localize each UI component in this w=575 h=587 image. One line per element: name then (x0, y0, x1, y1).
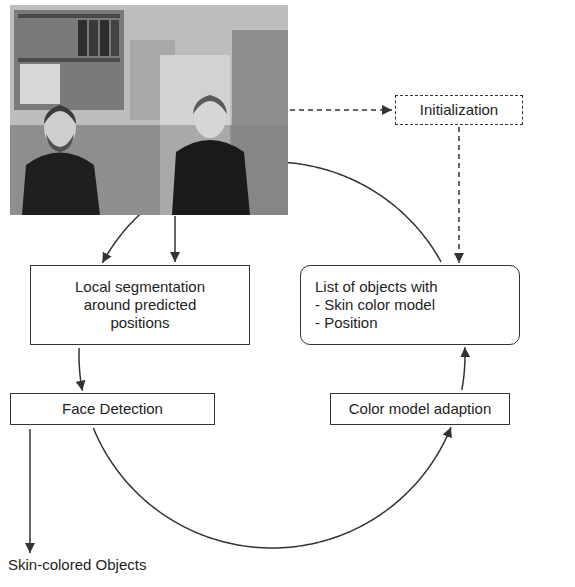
object-list-box: List of objects with- Skin color model- … (300, 265, 520, 345)
node-text: Color model adaption (349, 400, 492, 418)
input-arrow (174, 216, 176, 262)
output-label: Skin-colored Objects (8, 556, 146, 574)
cycle-arrow (102, 162, 441, 263)
process-box: Local segmentation around predicted posi… (30, 265, 250, 345)
node-text: List of objects with (315, 278, 438, 296)
cycle-arrow (462, 347, 465, 390)
node-text: Local segmentation around predicted posi… (55, 278, 225, 332)
dashed-arrow (290, 109, 392, 111)
process-box: Face Detection (10, 393, 215, 425)
node-text: - Position (315, 314, 378, 332)
node-text: Face Detection (62, 400, 163, 418)
cycle-arrow (458, 127, 460, 263)
cycle-arrow (93, 427, 451, 548)
process-box: Color model adaption (330, 393, 510, 425)
node-text: Initialization (420, 101, 498, 119)
cycle-arrow (79, 348, 82, 391)
output-arrow (29, 429, 31, 553)
node-text: - Skin color model (315, 296, 435, 314)
camera-photo (10, 5, 288, 215)
init-box: Initialization (395, 95, 523, 125)
